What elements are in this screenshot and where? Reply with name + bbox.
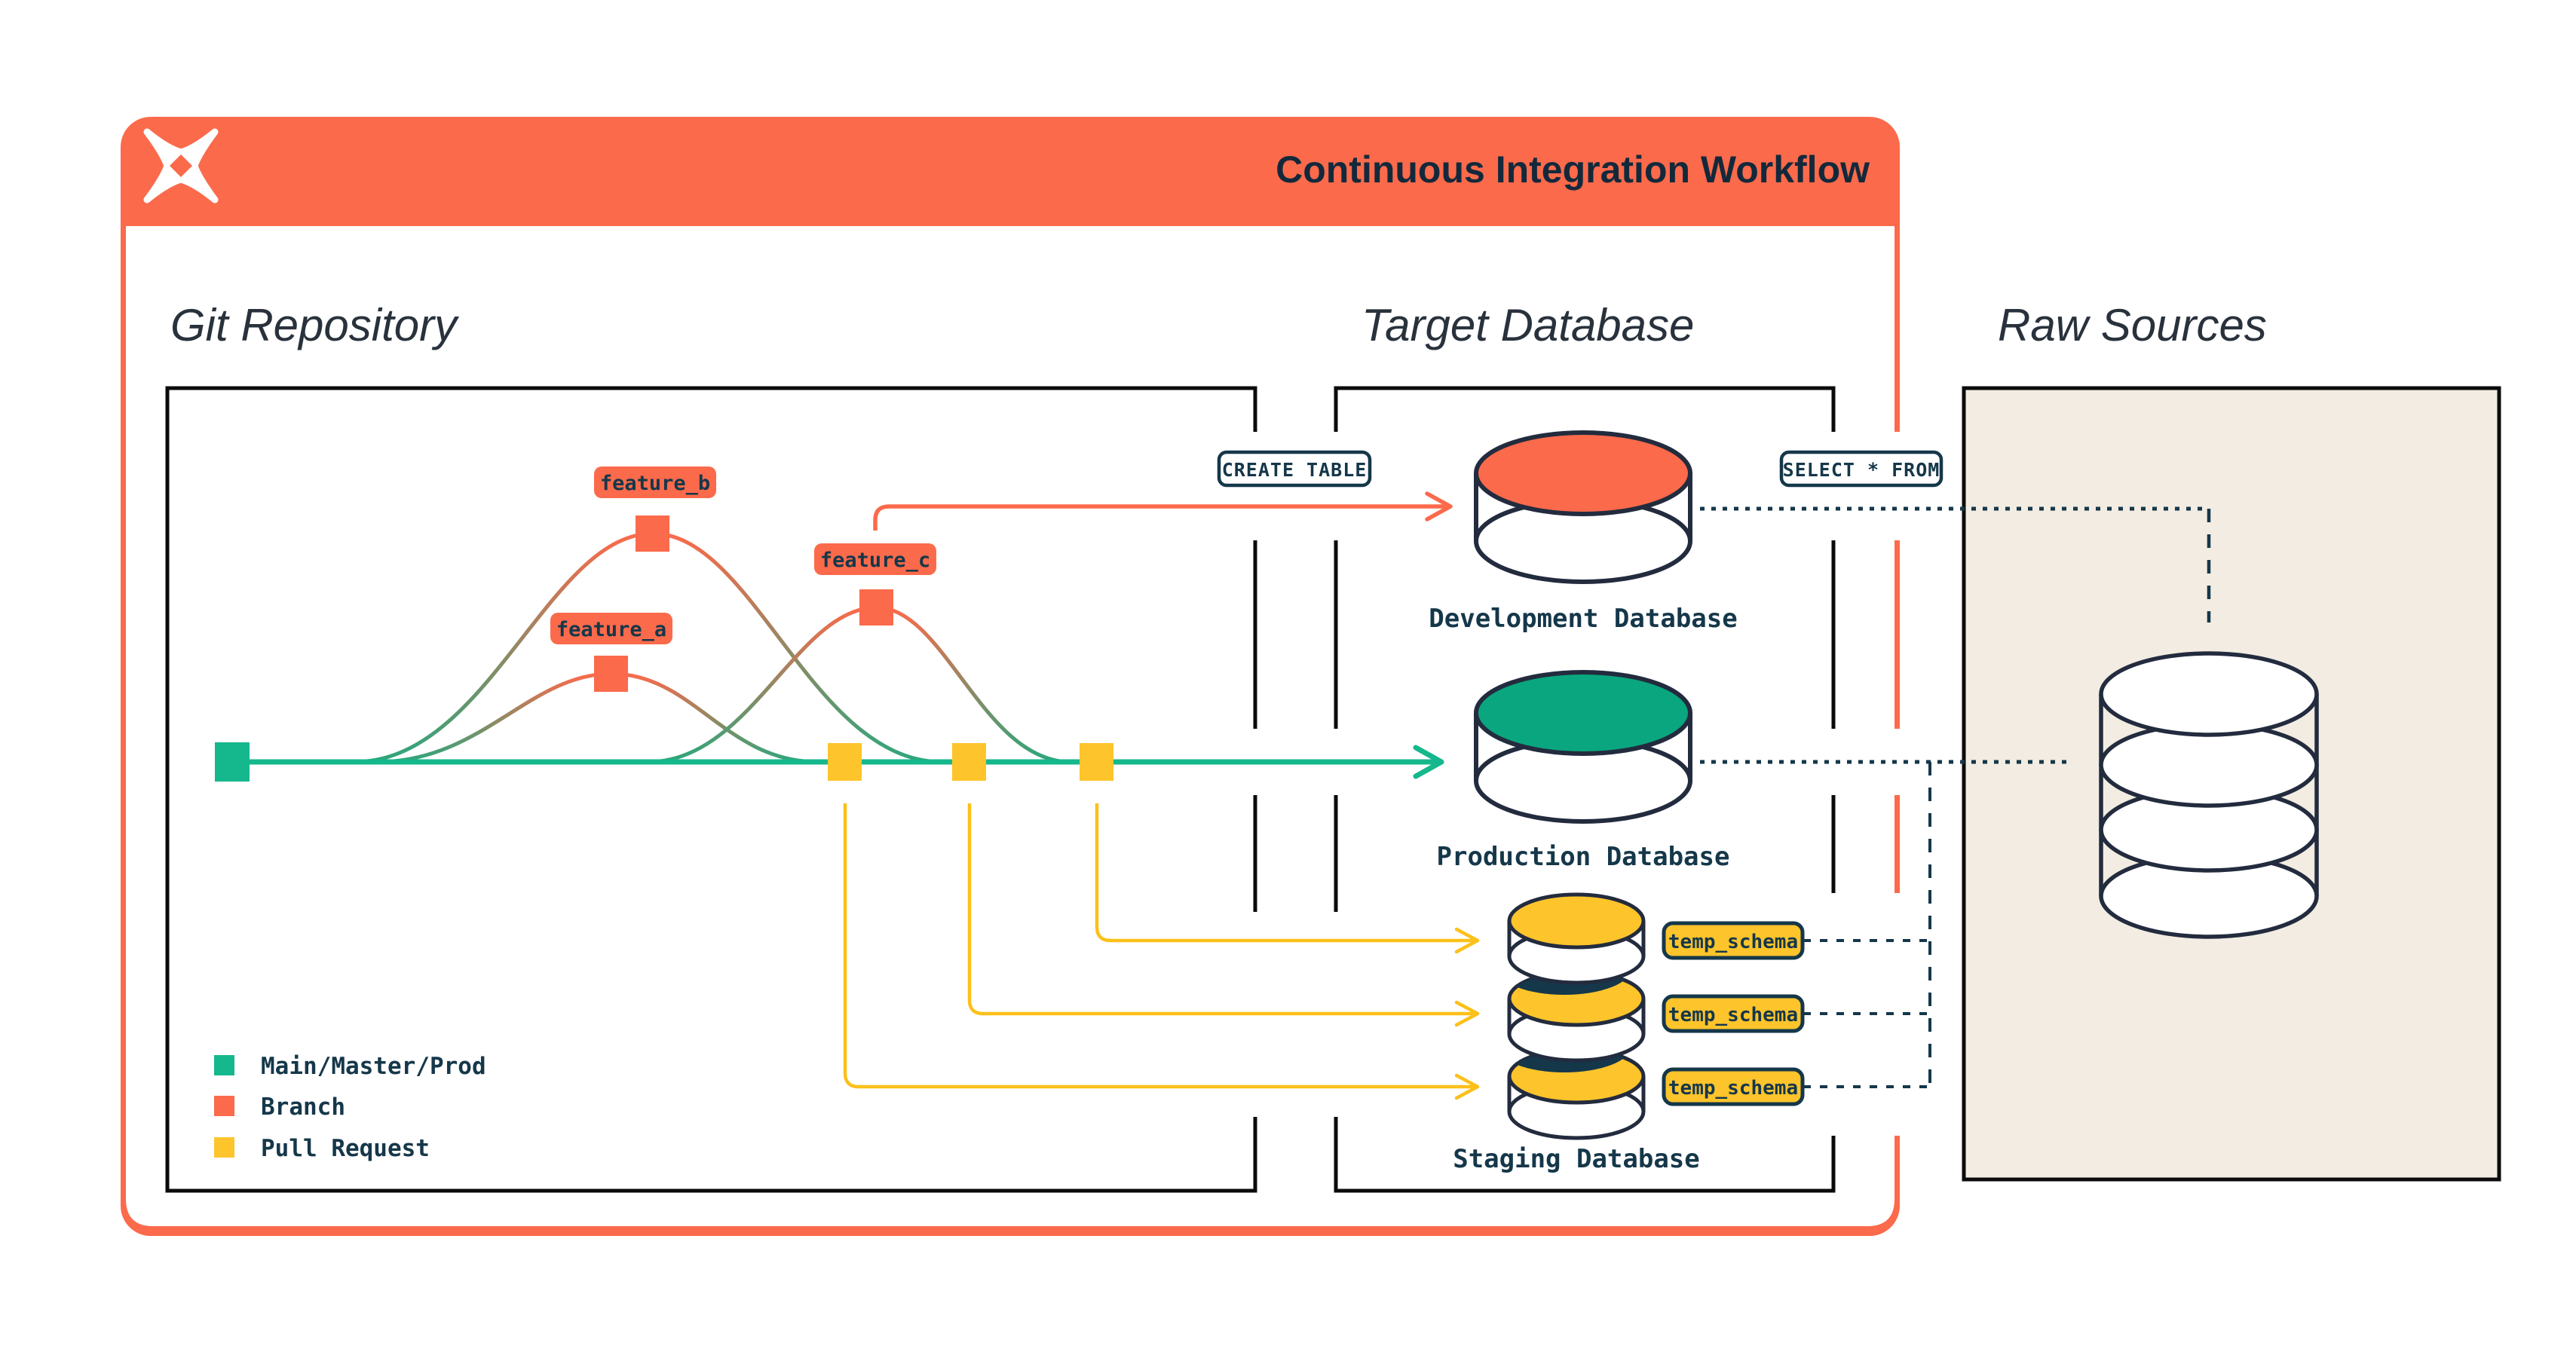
legend-swatch-pr bbox=[214, 1137, 234, 1158]
pr-arrowhead-3-icon bbox=[1454, 927, 1480, 954]
target-database-heading: Target Database bbox=[1362, 300, 1694, 350]
legend-label-branch: Branch bbox=[261, 1094, 345, 1121]
temp-schema-badge-3: temp_schema bbox=[1668, 1077, 1798, 1100]
feature-b-badge: feature_b bbox=[600, 472, 710, 495]
create-table-arrowhead-icon bbox=[1425, 491, 1453, 522]
dbt-logo-icon bbox=[143, 128, 219, 203]
lineage-dotted-lines bbox=[1700, 506, 2211, 1088]
branch-commit-feature-a bbox=[594, 656, 628, 692]
legend-label-main: Main/Master/Prod bbox=[261, 1053, 486, 1080]
branch-commit-feature-b bbox=[636, 515, 669, 552]
main-line-arrowhead-icon bbox=[1413, 745, 1444, 779]
pr-arrowhead-2-icon bbox=[1454, 1000, 1480, 1027]
branch-commit-feature-c bbox=[859, 589, 893, 626]
temp-schema-badges: temp_schema temp_schema temp_schema bbox=[1662, 921, 1805, 1106]
create-table-badge: CREATE TABLE bbox=[1222, 459, 1368, 481]
raw-sources-heading: Raw Sources bbox=[1998, 300, 2267, 350]
staging-database-icon bbox=[1507, 892, 1646, 1140]
staging-database-label: Staging Database bbox=[1453, 1144, 1700, 1174]
development-database-label: Development Database bbox=[1429, 604, 1737, 634]
legend-swatch-branch bbox=[214, 1096, 234, 1116]
create-table-arrow bbox=[873, 491, 1453, 531]
feature-c-badge: feature_c bbox=[820, 549, 930, 572]
branch-badges: feature_a feature_b feature_c bbox=[550, 466, 936, 644]
temp-schema-badge-1: temp_schema bbox=[1668, 931, 1798, 953]
git-repository-heading: Git Repository bbox=[170, 300, 460, 350]
temp-schema-badge-2: temp_schema bbox=[1668, 1004, 1798, 1026]
raw-sources-database-icon bbox=[2099, 651, 2319, 939]
pull-request-square-1 bbox=[828, 743, 862, 781]
workflow-frame-body bbox=[126, 226, 1894, 1226]
sql-badges: CREATE TABLE SELECT * FROM bbox=[1217, 450, 1943, 488]
feature-a-badge: feature_a bbox=[556, 618, 666, 641]
legend-label-pr: Pull Request bbox=[261, 1135, 430, 1162]
pull-request-square-2 bbox=[952, 743, 986, 781]
legend-swatch-main bbox=[214, 1055, 234, 1075]
legend: Main/Master/Prod Branch Pull Request bbox=[214, 1053, 486, 1162]
production-database-icon bbox=[1474, 670, 1692, 824]
diagram-title: Continuous Integration Workflow bbox=[1276, 148, 1870, 191]
select-from-badge: SELECT * FROM bbox=[1783, 459, 1940, 481]
pr-arrowhead-1-icon bbox=[1454, 1073, 1480, 1100]
development-database-icon bbox=[1474, 430, 1692, 584]
main-commit-square bbox=[215, 742, 250, 782]
pull-request-square-3 bbox=[1080, 743, 1113, 781]
pull-request-arrows bbox=[843, 803, 1480, 1100]
production-database-label: Production Database bbox=[1437, 842, 1730, 872]
